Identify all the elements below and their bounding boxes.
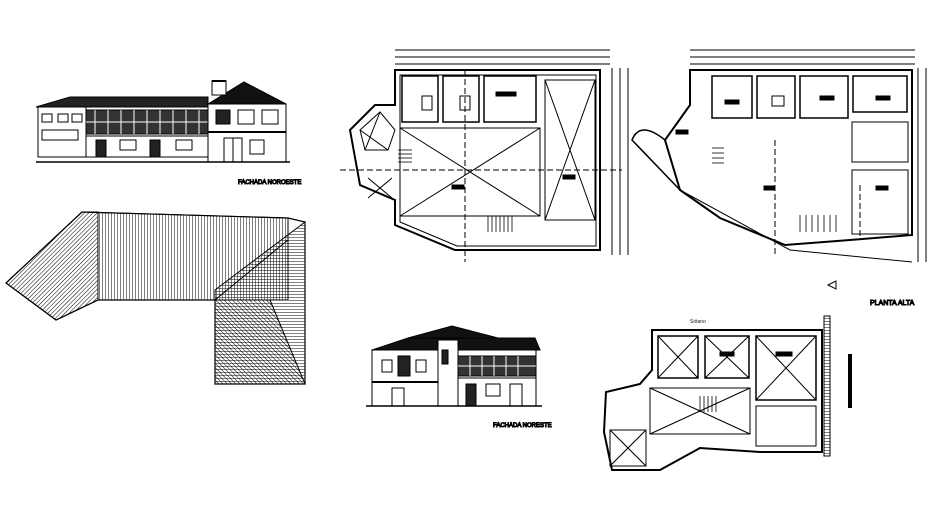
floor-plan-ground <box>340 49 629 262</box>
floor-plan-basement: Sótano <box>602 315 831 471</box>
elevation-northwest: FACHADA NOROESTE <box>35 80 302 187</box>
label-planta-alta: PLANTA ALTA <box>870 300 915 307</box>
floor-plan-upper: PLANTA ALTA <box>631 49 927 308</box>
label-facade-noroeste: FACHADA NOROESTE <box>238 180 301 186</box>
scale-bar-icon <box>848 354 852 408</box>
elevation-northeast: FACHADA NORESTE <box>366 325 552 430</box>
label-facade-noreste: FACHADA NORESTE <box>493 423 552 429</box>
triangle-arrow-icon <box>826 280 837 290</box>
label-sotano: Sótano <box>690 319 706 325</box>
roof-plan <box>5 211 306 385</box>
